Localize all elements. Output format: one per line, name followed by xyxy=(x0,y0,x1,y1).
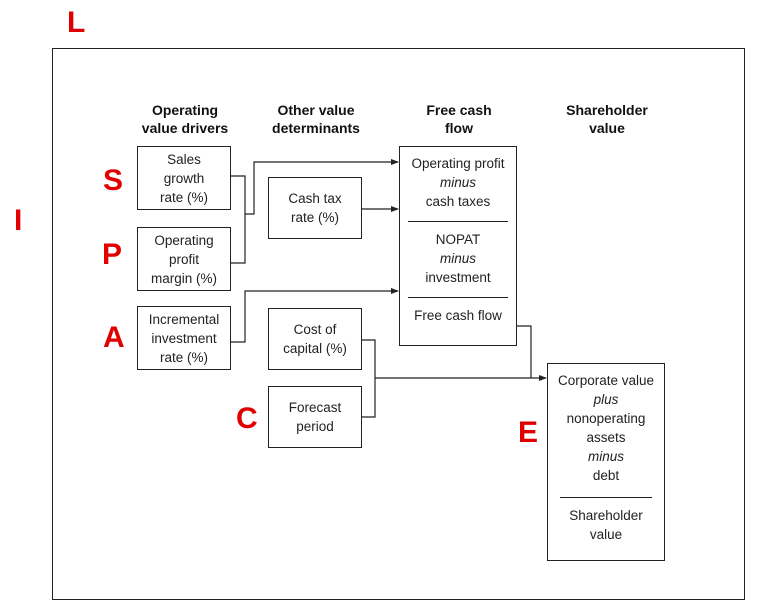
connector-sales-margin-to-fcf xyxy=(245,159,399,215)
box-shareholder-value: Corporate value plus nonoperating assets… xyxy=(547,363,665,561)
fcf-divider-2 xyxy=(408,297,508,298)
letter-e: E xyxy=(518,416,539,449)
connector-margin xyxy=(231,214,246,264)
connector-forecast xyxy=(362,378,376,418)
letter-s: S xyxy=(103,164,124,197)
letter-i: I xyxy=(14,204,23,237)
sv-divider xyxy=(560,497,652,498)
connector-fcf-to-sv xyxy=(517,325,532,378)
fcf-divider-1 xyxy=(408,221,508,222)
letter-a: A xyxy=(103,321,125,354)
letter-l: L xyxy=(67,6,86,39)
letter-p: P xyxy=(102,238,123,271)
box-free-cash-flow: Operating profit minus cash taxes NOPAT … xyxy=(399,146,517,346)
connector-investment xyxy=(231,288,399,343)
diagram-frame xyxy=(52,48,745,600)
connector-sales xyxy=(231,175,246,214)
letter-c: C xyxy=(236,402,258,435)
connector-cost-of-capital xyxy=(362,339,376,378)
